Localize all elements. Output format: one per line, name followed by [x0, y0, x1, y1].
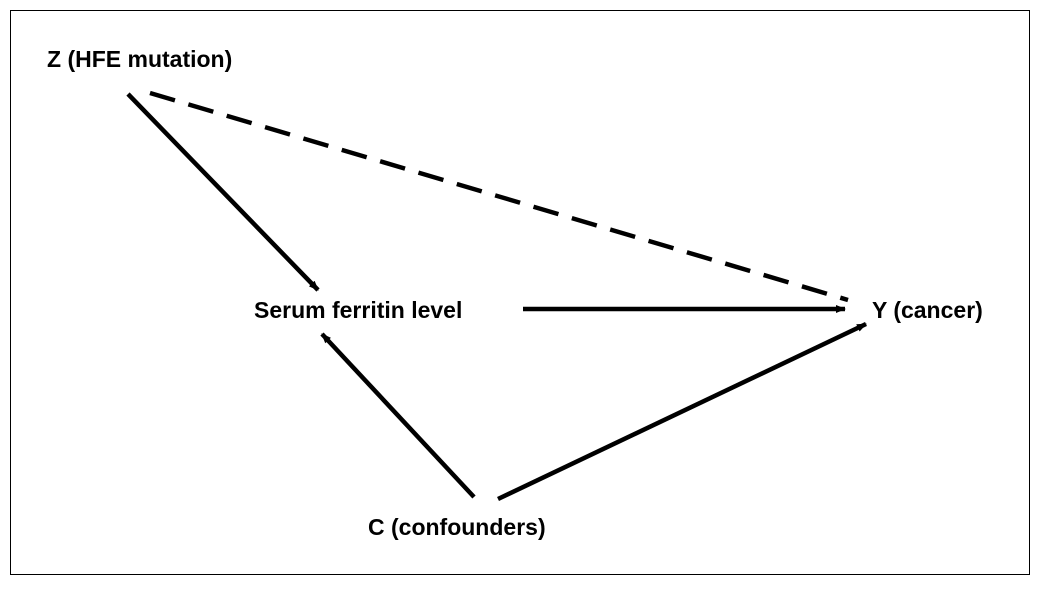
- edge-z-to-y-dashed: [149, 90, 849, 303]
- diagram-frame: [10, 10, 1030, 575]
- edge-c-to-serum: [320, 332, 476, 499]
- edge-z-to-serum: [126, 92, 320, 292]
- node-z-label: Z (HFE mutation): [47, 46, 232, 72]
- node-serum-label: Serum ferritin level: [254, 297, 462, 323]
- node-y-label: Y (cancer): [872, 297, 983, 323]
- node-c-label: C (confounders): [368, 514, 546, 540]
- edge-c-to-y: [497, 321, 867, 502]
